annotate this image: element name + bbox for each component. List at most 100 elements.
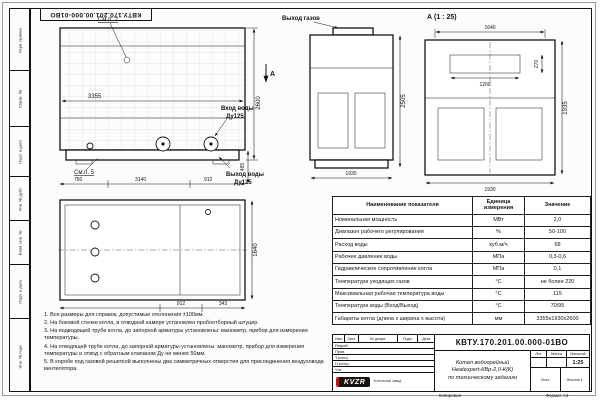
title-block: Изм Лист № докум. Подп. Дата Разраб. Про… bbox=[332, 334, 590, 392]
dim-1930-side: 1930 bbox=[310, 171, 393, 180]
dim-3355: 3355 bbox=[61, 94, 244, 103]
water-outlet-label: Выход воды Ду125 bbox=[218, 156, 264, 186]
spec-cell: Рабочее давление воды bbox=[332, 250, 473, 264]
spec-cell: 115 bbox=[524, 287, 591, 301]
rear-panel bbox=[437, 107, 485, 161]
tb-col-list: Лист bbox=[345, 335, 359, 342]
spec-header-cell: Значение bbox=[524, 196, 591, 215]
sheets-label: Листов 1 bbox=[566, 377, 583, 382]
spec-cell: Габариты котла (длина х ширина х высота) bbox=[332, 312, 473, 326]
sig-row-nkontr: Н.контр. bbox=[333, 361, 434, 367]
spec-cell: 0,3-0,6 bbox=[524, 250, 591, 264]
dim-1640-plan-text: 1640 bbox=[253, 243, 259, 257]
plan-opening bbox=[90, 220, 100, 230]
sig-row-utv: Утв. bbox=[333, 367, 434, 373]
spec-cell: МПа bbox=[472, 262, 525, 277]
callout-note5-text: См.п. 5 bbox=[74, 170, 95, 176]
spec-cell: 68 bbox=[524, 238, 591, 252]
manufacturer-logo: KVZR Котельный завод bbox=[333, 373, 434, 391]
dim-3140-text: 3140 bbox=[135, 177, 146, 183]
water-outlet-line1: Выход воды bbox=[226, 172, 264, 178]
lit-label: Лит. bbox=[531, 351, 547, 357]
note-item: 3. На подводящей трубе котла, до запорно… bbox=[44, 328, 308, 342]
spec-cell: куб.м/ч bbox=[472, 238, 525, 252]
dim-2600: 2600 bbox=[246, 27, 262, 161]
door-panel bbox=[317, 92, 349, 149]
scale-label: Масштаб bbox=[570, 352, 586, 356]
boiler-body-front bbox=[59, 27, 246, 151]
product-line1: Котел водогрейный bbox=[455, 360, 510, 367]
margin-label: Взам. инв. № bbox=[10, 221, 29, 265]
spec-cell: МПа bbox=[472, 250, 525, 264]
section-letter-text: А bbox=[270, 71, 275, 78]
format-label: Формат А3 bbox=[545, 393, 569, 398]
water-inlet-line1: Вход воды bbox=[221, 106, 254, 112]
title-block-signatures: Изм Лист № докум. Подп. Дата Разраб. Про… bbox=[333, 335, 435, 391]
gas-outlet-label: Выход газов bbox=[282, 16, 339, 29]
spec-cell: Температура воды (Вход/Выход) bbox=[332, 299, 473, 314]
spec-header-cell: Наименование показателя bbox=[332, 196, 473, 215]
plan-view: 1640 912 343 bbox=[58, 199, 259, 312]
spec-cell: Расход воды bbox=[332, 238, 473, 252]
side-view: Выход газов 2505 1930 bbox=[282, 16, 407, 180]
dim-3355-text: 3355 bbox=[88, 94, 102, 100]
spec-cell: Номинальная мощность bbox=[332, 213, 473, 227]
callout-note2: См.п. 2 bbox=[98, 17, 127, 58]
title-block-meta: Лит. Масса Масштаб 1:25 Лист Листов 1 bbox=[531, 351, 589, 391]
sig-row-razrab: Разраб. bbox=[333, 343, 434, 349]
door-panel bbox=[354, 92, 386, 149]
product-line2: Heatexpert-КВр-2,0-К(К) bbox=[451, 367, 514, 374]
water-inlet-line2: Ду125 bbox=[226, 114, 244, 120]
scale-value: 1:25 bbox=[572, 359, 584, 366]
spec-header-cell: Единица измерения bbox=[472, 196, 525, 215]
notes-block: 1. Все размеры для справок, допустимые о… bbox=[44, 312, 326, 374]
spec-cell: не более 220 bbox=[524, 275, 591, 289]
tb-col-izm: Изм bbox=[333, 335, 345, 342]
plan-opening bbox=[90, 247, 100, 257]
spec-cell: °С bbox=[472, 275, 525, 289]
margin-label: Перв. примен. bbox=[10, 9, 29, 71]
detail-title: А (1 : 25) bbox=[427, 14, 457, 21]
sig-row-tkontr: Т.контр. bbox=[333, 355, 434, 361]
dim-2505: 2505 bbox=[398, 35, 407, 168]
spec-cell: мм bbox=[472, 312, 525, 326]
dim-912-plan-text: 912 bbox=[177, 301, 186, 307]
spec-cell: Температура уходящих газов bbox=[332, 275, 473, 289]
sheet-label: Лист bbox=[531, 368, 561, 391]
dim-1930-detail: 1930 bbox=[425, 181, 555, 193]
spec-cell: 70/95 bbox=[524, 299, 591, 314]
dim-1930-detail-text: 1930 bbox=[484, 187, 495, 193]
margin-label: Инв. № дубл. bbox=[10, 177, 29, 221]
spec-cell: 50-100 bbox=[524, 225, 591, 240]
spec-cell: 0,1 bbox=[524, 262, 591, 277]
spec-cell: Диапазон рабочего регулирования bbox=[332, 225, 473, 240]
drawing-frame bbox=[30, 8, 592, 392]
section-arrow-a: А bbox=[263, 64, 275, 83]
dim-270: 270 bbox=[534, 54, 544, 74]
mass-label: Масса bbox=[547, 351, 567, 357]
callout-target-circle bbox=[123, 56, 131, 64]
flue-opening bbox=[449, 54, 521, 74]
dim-2600-text: 2600 bbox=[256, 96, 262, 110]
product-name: Котел водогрейный Heatexpert-КВр-2,0-К(К… bbox=[435, 351, 531, 391]
water-inlet-label: Вход воды Ду125 bbox=[214, 106, 254, 137]
spec-cell: Максимальная рабочая температура воды bbox=[332, 287, 473, 301]
spec-cell: МВт bbox=[472, 213, 525, 227]
spec-cell: °С bbox=[472, 287, 525, 301]
top-stamp-box: КВТУ.170.201.00.000-01ВО bbox=[40, 8, 152, 21]
margin-label: Подп. и дата bbox=[10, 127, 29, 177]
dim-bottom-row: 750 3140 912 bbox=[59, 177, 246, 188]
tb-col-podp: Подп. bbox=[398, 335, 419, 342]
margin-label: Справ. № bbox=[10, 71, 29, 127]
water-outlet-line2: Ду125 bbox=[234, 180, 252, 186]
detail-view-a: А (1 : 25) 1640 1200 270 bbox=[424, 14, 569, 193]
dim-465: 465 bbox=[240, 150, 250, 184]
dim-1935-text: 1935 bbox=[563, 101, 569, 115]
spec-cell: Гидравлическое сопротивление котла bbox=[332, 262, 473, 277]
